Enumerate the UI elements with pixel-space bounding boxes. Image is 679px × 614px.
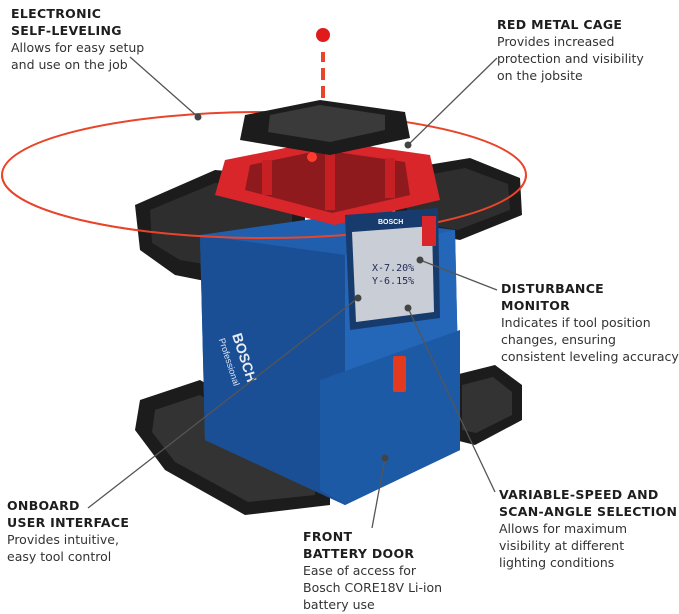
callout-self-leveling: ELECTRONIC SELF-LEVELING Allows for easy…: [11, 6, 145, 72]
control-panel: BOSCH: [345, 208, 440, 330]
panel-display: X-7.20% Y-6.15%: [372, 262, 420, 288]
callout-disturbance-monitor: DISTURBANCE MONITOR Indicates if tool po…: [501, 281, 679, 364]
display-x-readout: X-7.20%: [372, 263, 415, 274]
leader-lines: [87, 56, 498, 529]
top-cap: [240, 100, 410, 155]
battery-latch: [393, 356, 406, 392]
callout-red-metal-cage: RED METAL CAGE Provides increased protec…: [497, 17, 644, 83]
callout-battery-door: FRONT BATTERY DOOR Ease of access for Bo…: [303, 529, 443, 612]
red-metal-cage: [215, 140, 440, 225]
svg-text:BOSCH: BOSCH: [378, 219, 403, 226]
laser-plane-ring-front: [1, 174, 527, 239]
callout-variable-speed: VARIABLE-SPEED AND SCAN-ANGLE SELECTION …: [499, 487, 678, 570]
display-y-readout: Y-6.15%: [372, 276, 415, 287]
laser-beam-vertical: [316, 28, 330, 98]
callout-user-interface: ONBOARD USER INTERFACE Provides intuitiv…: [7, 498, 130, 564]
